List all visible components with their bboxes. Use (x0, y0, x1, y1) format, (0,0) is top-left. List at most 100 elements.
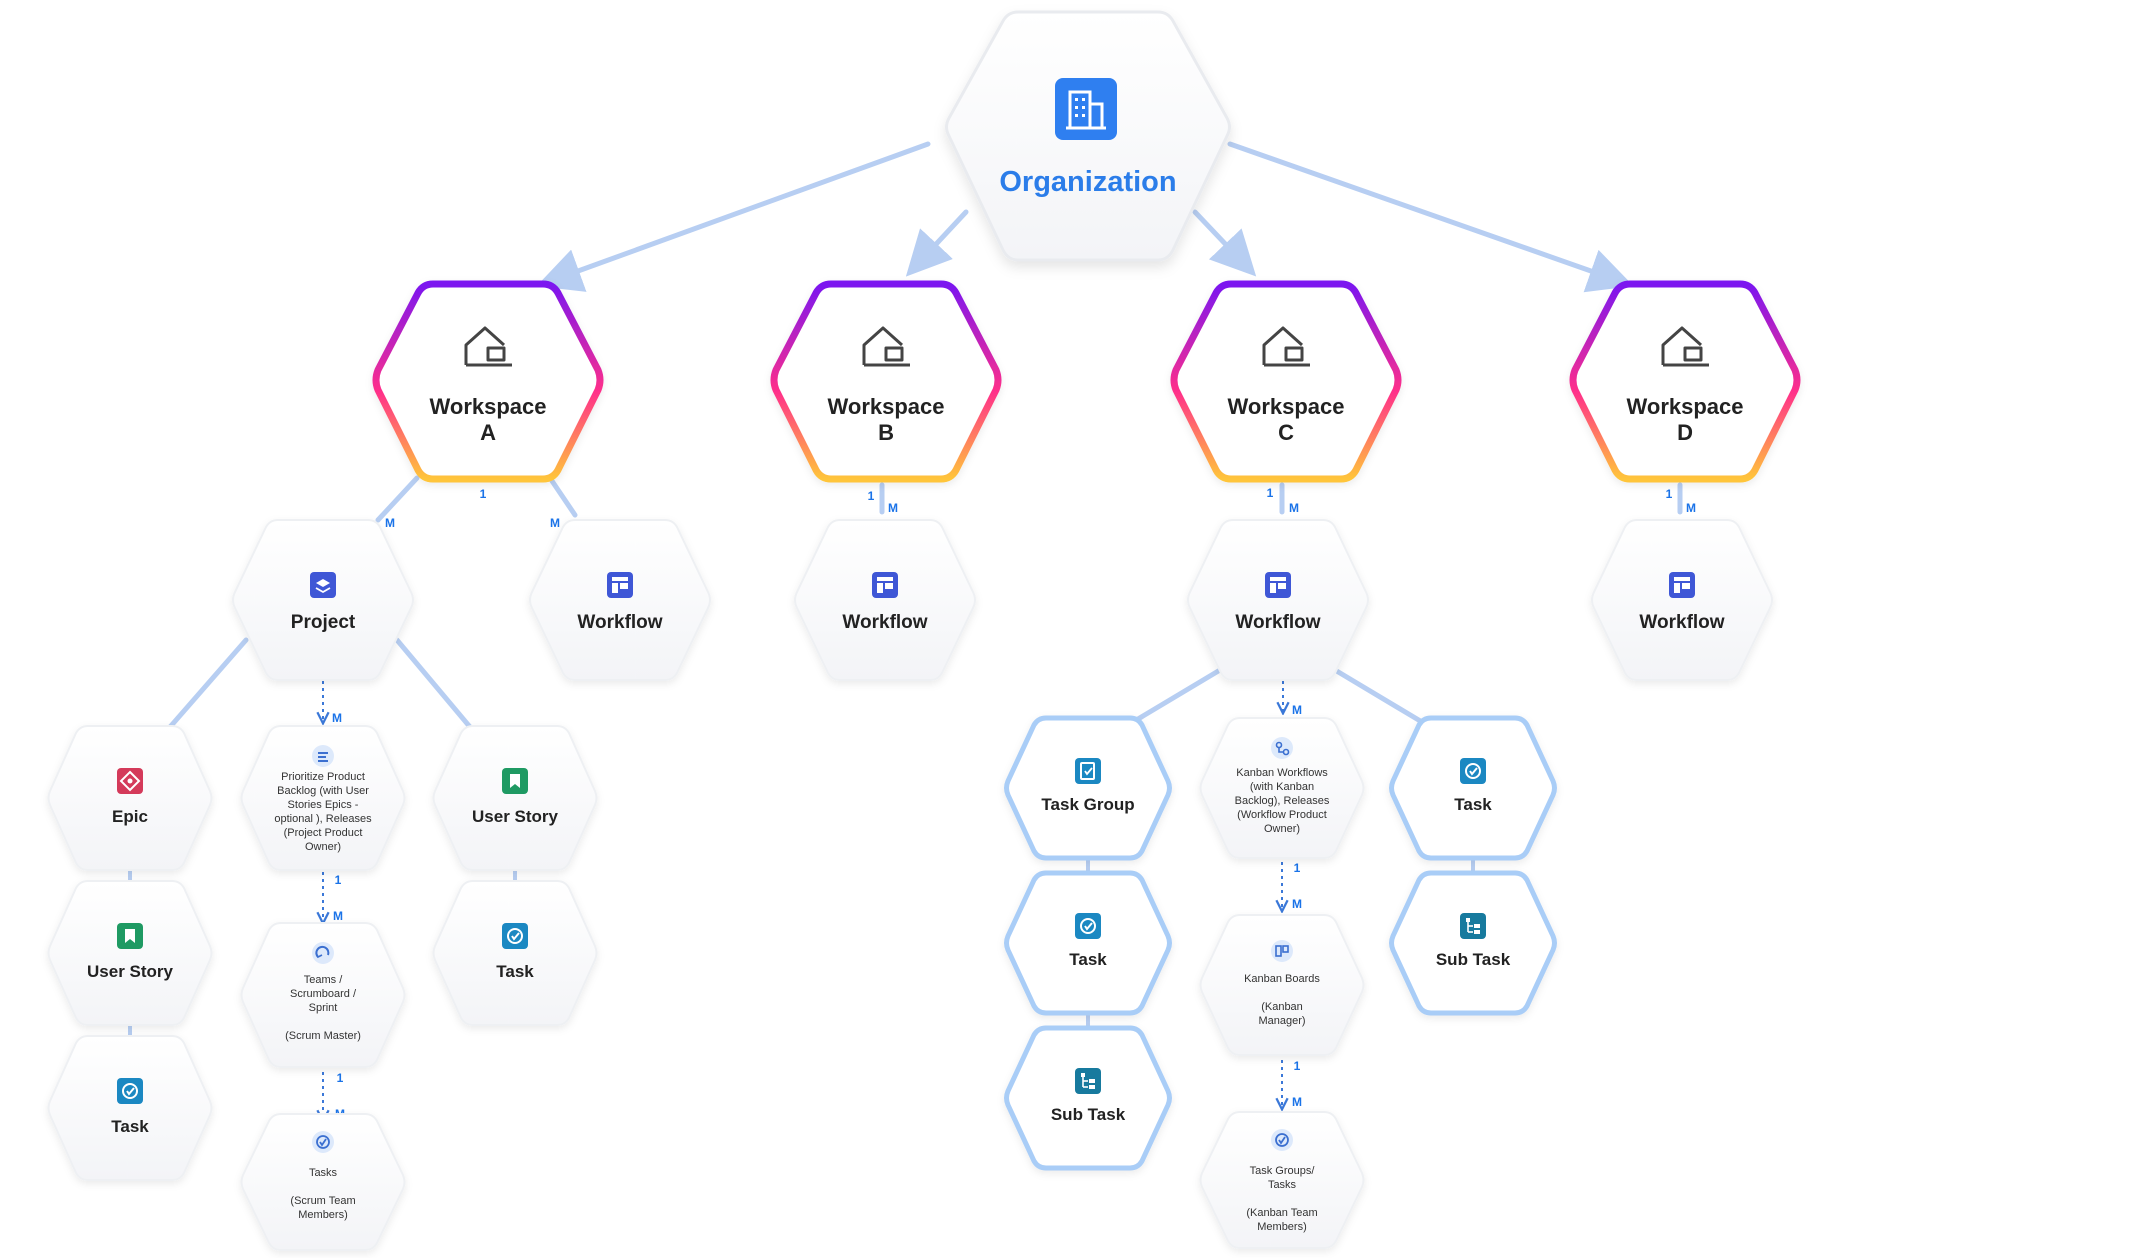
card-ws-c-m: M (1289, 501, 1299, 515)
check-icon (1460, 758, 1486, 784)
workspace-d-line1: Workspace (1627, 394, 1744, 419)
node-organization[interactable]: Organization (945, 10, 1231, 262)
backlog-line-5: (Project Product (284, 827, 363, 839)
connectors (128, 141, 1683, 1038)
card-ws-a-1: 1 (480, 487, 487, 501)
connector-ws-a-workflow (547, 475, 578, 518)
project-label: Project (291, 612, 356, 633)
card-ws-a-workflow-m: M (550, 516, 560, 530)
card-project-backlog-m: M (332, 711, 342, 725)
check-circle-icon (312, 1131, 334, 1153)
workspace-c-line1: Workspace (1228, 394, 1345, 419)
node-task-groups-kanban[interactable]: Task Groups/ Tasks (Kanban Team Members) (1199, 1111, 1365, 1249)
workspace-b-line2: B (878, 420, 894, 445)
node-project[interactable]: Project (232, 519, 414, 681)
node-user-story-right[interactable]: User Story (432, 725, 598, 871)
kanban-workflows-line-1: Kanban Workflows (1236, 767, 1328, 779)
kanban-boards-line-1: Kanban Boards (1244, 973, 1320, 985)
board-icon (607, 572, 633, 598)
task-groups-kanban-line-1: Task Groups/ (1250, 1165, 1316, 1177)
card-ws-d-m: M (1686, 501, 1696, 515)
workflow-b-label: Workflow (842, 612, 927, 633)
kanban-boards-line-4: Manager) (1258, 1015, 1305, 1027)
bookmark-icon (117, 923, 143, 949)
node-workspace-b[interactable]: Workspace B (770, 280, 1002, 483)
connector-workflow-c-task-group (1130, 667, 1223, 725)
workspace-a-line2: A (480, 420, 496, 445)
node-kanban-boards[interactable]: Kanban Boards (Kanban Manager) (1199, 914, 1365, 1056)
card-ws-a-project-m: M (385, 516, 395, 530)
card-ws-c-1: 1 (1267, 486, 1274, 500)
epic-label: Epic (112, 807, 148, 826)
kanban-boards-line-3: (Kanban (1261, 1001, 1303, 1013)
node-workspace-d[interactable]: Workspace D (1569, 280, 1801, 483)
connector-org-ws-a (536, 141, 931, 292)
node-task-right[interactable]: Task (432, 880, 598, 1026)
task-group-label: Task Group (1041, 795, 1134, 814)
task-groups-kanban-line-2: Tasks (1268, 1179, 1297, 1191)
card-boards-m: M (1292, 897, 1302, 911)
card-teams-1: 1 (337, 1071, 344, 1085)
connector-ws-a-project (375, 475, 420, 523)
node-workflow-a[interactable]: Workflow (529, 519, 711, 681)
kanban-workflows-line-3: Backlog), Releases (1235, 795, 1330, 807)
node-workflow-d[interactable]: Workflow (1591, 519, 1773, 681)
board-icon (872, 572, 898, 598)
tasks-scrum-line-1: Tasks (309, 1167, 338, 1179)
check-icon (1075, 913, 1101, 939)
node-task-left[interactable]: Task (47, 1035, 213, 1181)
connector-project-user-story (394, 637, 473, 730)
connector-org-ws-b (905, 209, 969, 277)
connector-org-ws-d (1227, 141, 1634, 293)
node-task-group[interactable]: Task Group (1004, 715, 1172, 861)
node-workflow-b[interactable]: Workflow (794, 519, 976, 681)
home-icon (1661, 326, 1709, 367)
card-ws-b-m: M (888, 501, 898, 515)
task-group-icon (1075, 758, 1101, 784)
task-left-label: Task (111, 1117, 149, 1136)
building-icon (1055, 78, 1117, 140)
backlog-line-3: Stories Epics - (288, 799, 359, 811)
teams-line-5: (Scrum Master) (285, 1030, 361, 1042)
node-teams-sprint[interactable]: Teams / Scrumboard / Sprint (Scrum Maste… (240, 922, 406, 1068)
node-subtask-c2[interactable]: Sub Task (1389, 870, 1557, 1016)
node-backlog[interactable]: Prioritize Product Backlog (with User St… (240, 725, 406, 871)
node-epic[interactable]: Epic (47, 725, 213, 871)
workflow-c-label: Workflow (1235, 612, 1320, 633)
backlog-icon (312, 745, 334, 767)
home-icon (862, 326, 910, 367)
node-workspace-a[interactable]: Workspace A (372, 280, 604, 483)
workspace-d-line2: D (1677, 420, 1693, 445)
teams-line-3: Sprint (309, 1002, 338, 1014)
dotted-connectors (323, 681, 1283, 1120)
subtask-icon (1460, 913, 1486, 939)
home-icon (464, 326, 512, 367)
teams-line-2: Scrumboard / (290, 988, 357, 1000)
workflow-d-label: Workflow (1639, 612, 1724, 633)
node-task-c1[interactable]: Task (1004, 870, 1172, 1016)
subtask-c1-label: Sub Task (1051, 1105, 1126, 1124)
backlog-line-4: optional ), Releases (274, 813, 372, 825)
task-c2-label: Task (1454, 795, 1492, 814)
node-tasks-scrum[interactable]: Tasks (Scrum Team Members) (240, 1113, 406, 1251)
workspace-a-line1: Workspace (430, 394, 547, 419)
subtask-c2-label: Sub Task (1436, 950, 1511, 969)
backlog-line-2: Backlog (with User (277, 785, 369, 797)
teams-line-1: Teams / (304, 974, 343, 986)
node-user-story-left[interactable]: User Story (47, 880, 213, 1026)
card-backlog-1: 1 (335, 873, 342, 887)
check-icon (502, 923, 528, 949)
node-workspace-c[interactable]: Workspace C (1170, 280, 1402, 483)
tasks-scrum-line-4: Members) (298, 1209, 348, 1221)
node-subtask-c1[interactable]: Sub Task (1004, 1025, 1172, 1171)
node-workflow-c[interactable]: Workflow (1187, 519, 1369, 681)
subtask-icon (1075, 1068, 1101, 1094)
check-circle-icon (1271, 1129, 1293, 1151)
layers-icon (310, 572, 336, 598)
node-task-c2[interactable]: Task (1389, 715, 1557, 861)
board-icon (1265, 572, 1291, 598)
node-kanban-workflows[interactable]: Kanban Workflows (with Kanban Backlog), … (1199, 717, 1365, 859)
task-c1-label: Task (1069, 950, 1107, 969)
workspace-c-line2: C (1278, 420, 1294, 445)
